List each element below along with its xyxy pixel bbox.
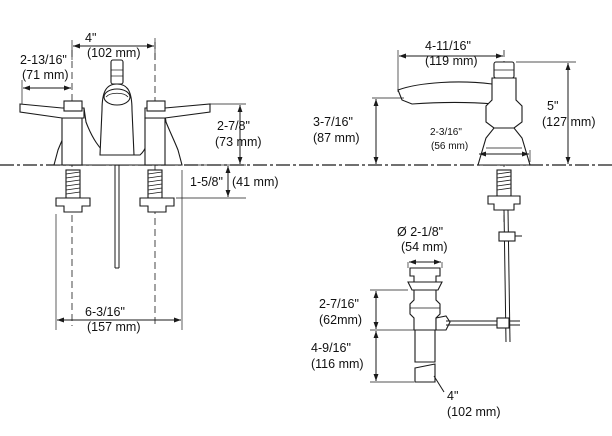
drain-stopper <box>409 267 441 283</box>
right-shank <box>139 169 175 213</box>
drain-tailpiece <box>414 329 436 363</box>
spout-height-inch: 3-7/16" <box>313 115 353 129</box>
drain-pivot-nut <box>435 315 451 331</box>
lift-rod-clip <box>498 231 516 242</box>
handle-height-mm: (73 mm) <box>215 135 262 149</box>
side-shank <box>487 169 521 211</box>
tailpiece-min-inch: 4" <box>447 389 458 403</box>
side-base <box>477 127 531 166</box>
handle-offset-inch: 2-13/16" <box>20 53 67 67</box>
spout-reach-inch: 4-11/16" <box>425 39 471 53</box>
right-handle-body <box>144 117 166 166</box>
side-spout <box>397 81 495 105</box>
left-lever-handle <box>19 103 85 119</box>
top-spacing-mm: (102 mm) <box>87 46 140 60</box>
tailpiece-min-leader <box>433 375 445 393</box>
tailpiece-mm: (116 mm) <box>311 357 364 371</box>
overall-height-inch: 5" <box>547 99 558 113</box>
drain-body-inch: 2-7/16" <box>319 297 359 311</box>
shank-length-inch: 1-5/8" <box>190 175 223 189</box>
right-handle-cap <box>146 100 166 112</box>
left-handle-cap <box>63 100 83 112</box>
handle-offset-mm: (71 mm) <box>22 68 69 82</box>
overall-width-mm: (157 mm) <box>87 320 140 334</box>
drain-flange <box>407 281 443 291</box>
drain-diameter-inch: Ø 2-1/8" <box>397 225 443 239</box>
overall-width-inch: 6-3/16" <box>85 305 125 319</box>
spout-aerator-shade <box>105 92 129 98</box>
clevis-strap <box>496 317 510 329</box>
spout-height-mm: (87 mm) <box>313 131 360 145</box>
lift-rod-knob <box>110 59 124 85</box>
left-handle-body <box>61 117 83 166</box>
spout-outlet <box>103 88 131 106</box>
overall-height-mm: (127 mm) <box>542 115 595 129</box>
drain-tailpiece-cut <box>414 363 436 383</box>
spout-reach-mm: (119 mm) <box>425 54 478 68</box>
drain-body-mm: (62mm) <box>319 313 362 327</box>
front-view: 4" (102 mm) 2-13/16" (71 mm) 2-7/8" (73 … <box>19 31 279 334</box>
drain-diameter-mm: (54 mm) <box>401 240 448 254</box>
top-spacing-inch: 4" <box>85 31 96 45</box>
side-view: 4-11/16" (119 mm) 3-7/16" (87 mm) 2-3/16… <box>313 39 595 343</box>
base-offset-mm: (56 mm) <box>431 141 468 152</box>
tailpiece-inch: 4-9/16" <box>311 341 351 355</box>
handle-height-inch: 2-7/8" <box>217 119 250 133</box>
drain-assembly: Ø 2-1/8" (54 mm) 2-7/16" (62mm) 4-9/16" … <box>311 225 520 419</box>
shank-length-mm: (41 mm) <box>232 175 279 189</box>
base-offset-inch: 2-3/16" <box>430 127 462 138</box>
tailpiece-min-mm: (102 mm) <box>447 405 500 419</box>
left-shank <box>55 169 91 213</box>
